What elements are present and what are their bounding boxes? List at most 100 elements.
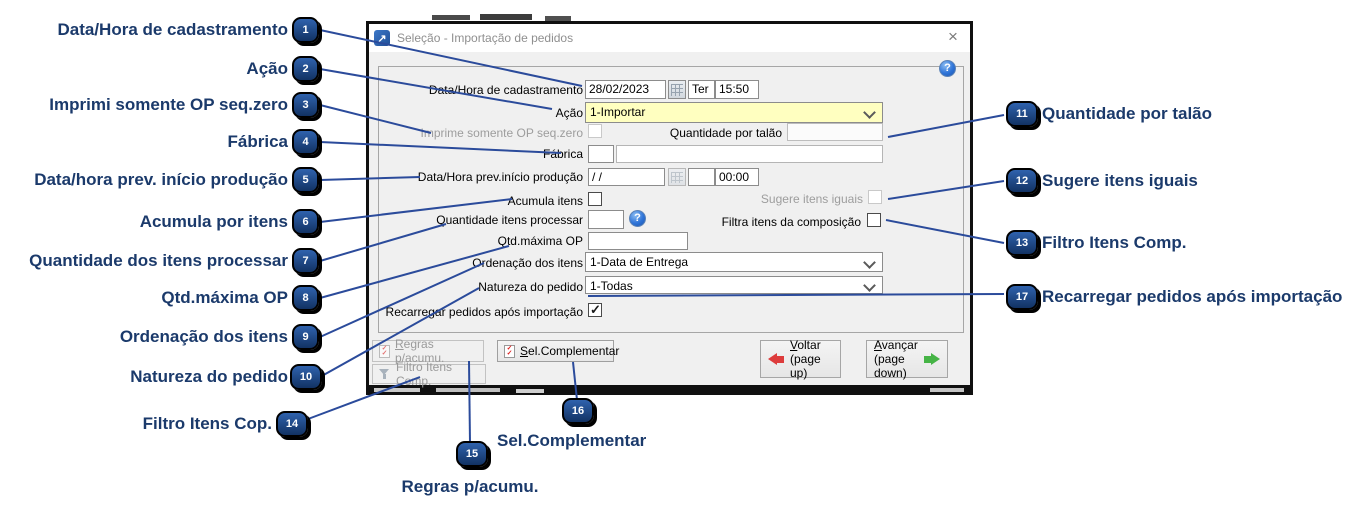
callout-badge-6: 6: [292, 209, 319, 235]
callout-label-4: Fábrica: [227, 132, 288, 151]
filtro-itens-comp-button-label: Filtro Itens Comp.: [396, 360, 453, 388]
callout-badge-4: 4: [292, 129, 319, 155]
funnel-icon: [379, 368, 391, 380]
sugere-itens-checkbox: [868, 190, 882, 204]
callout-badge-7: 7: [292, 248, 319, 274]
chevron-down-icon: [863, 106, 876, 119]
field-label-quantidade-por-talao: Quantidade por talão: [669, 126, 782, 140]
callout-label-7: Quantidade dos itens processar: [29, 251, 288, 270]
callout-label-13: Filtro Itens Comp.: [1042, 233, 1187, 252]
quantidade-itens-input[interactable]: [588, 210, 624, 229]
hora-prev-input[interactable]: 00:00: [715, 168, 759, 186]
qtd-maxima-input[interactable]: [588, 232, 688, 250]
callout-badge-16: 16: [562, 398, 594, 424]
background-window-artifact: [374, 388, 420, 392]
time-cadastramento-input[interactable]: 15:50: [715, 80, 759, 99]
fabrica-name-field: [616, 145, 883, 163]
data-prev-small-field: [688, 168, 715, 186]
background-window-artifact: [930, 388, 964, 392]
red-left-arrow-icon: [768, 353, 784, 365]
callout-label-11: Quantidade por talão: [1042, 104, 1213, 123]
acumula-itens-checkbox[interactable]: [588, 192, 602, 206]
calendar-icon[interactable]: [668, 80, 686, 99]
natureza-combobox[interactable]: 1-Todas: [585, 276, 883, 294]
background-window-artifact: [480, 14, 532, 20]
callout-label-10: Natureza do pedido: [130, 367, 288, 386]
imprime-somente-checkbox: [588, 124, 602, 138]
ordenacao-combobox[interactable]: 1-Data de Entrega: [585, 252, 883, 272]
help-icon[interactable]: ?: [939, 60, 956, 77]
callout-badge-11: 11: [1006, 101, 1038, 127]
callout-label-5: Data/hora prev. início produção: [34, 170, 288, 189]
callout-badge-3: 3: [292, 92, 319, 118]
callout-badge-15: 15: [456, 441, 488, 467]
avancar-button[interactable]: Avançar (page down): [866, 338, 948, 380]
field-label-filtra-itens: Filtra itens da composição: [721, 215, 861, 229]
chevron-down-icon: [863, 279, 876, 292]
help-icon[interactable]: ?: [629, 210, 646, 227]
field-label-acumula-itens: Acumula itens: [507, 194, 583, 208]
callout-label-12: Sugere itens iguais: [1042, 171, 1198, 190]
field-label-ordenacao: Ordenação dos itens: [472, 256, 583, 270]
weekday-field: Ter: [688, 80, 715, 99]
field-label-qtd-maxima: Qtd.máxima OP: [497, 234, 583, 248]
callout-label-16: Sel.Complementar: [497, 431, 647, 450]
field-label-fabrica: Fábrica: [542, 147, 583, 161]
callout-badge-13: 13: [1006, 230, 1038, 256]
ordenacao-combobox-value: 1-Data de Entrega: [590, 255, 689, 269]
filtra-itens-checkbox[interactable]: [867, 213, 881, 227]
field-label-quantidade-itens: Quantidade itens processar: [436, 213, 583, 227]
callout-badge-8: 8: [292, 285, 319, 311]
close-icon[interactable]: ×: [948, 27, 958, 46]
callout-badge-12: 12: [1006, 168, 1038, 194]
callout-badge-1: 1: [292, 17, 319, 43]
fabrica-code-input[interactable]: [588, 145, 614, 163]
field-label-acao: Ação: [555, 106, 583, 120]
voltar-button[interactable]: Voltar (page up): [760, 338, 841, 380]
callout-badge-10: 10: [290, 364, 322, 390]
callout-label-2: Ação: [246, 59, 288, 78]
callout-badge-5: 5: [292, 167, 319, 193]
acao-combobox-value: 1-Importar: [590, 105, 646, 119]
quantidade-por-talao-input: [787, 123, 883, 141]
avancar-button-label: Avançar: [874, 338, 918, 352]
calendar-icon: [668, 168, 686, 186]
callout-label-17: Recarregar pedidos após importação: [1042, 287, 1343, 306]
natureza-combobox-value: 1-Todas: [590, 279, 633, 293]
chevron-down-icon: [863, 256, 876, 269]
green-right-arrow-icon: [924, 353, 940, 365]
field-label-natureza: Natureza do pedido: [478, 280, 583, 294]
background-window-artifact: [545, 16, 571, 21]
background-window-artifact: [436, 388, 500, 392]
date-cadastramento-input[interactable]: 28/02/2023: [585, 80, 666, 99]
background-window-artifact: [516, 389, 544, 393]
callout-label-6: Acumula por itens: [139, 212, 288, 231]
sel-complementar-button[interactable]: Sel.Complementar: [497, 340, 619, 362]
avancar-button-sublabel: (page down): [874, 352, 907, 380]
callout-label-3: Imprimi somente OP seq.zero: [49, 95, 288, 114]
sel-complementar-button-label: Sel.Complementar: [520, 344, 620, 358]
callout-badge-17: 17: [1006, 284, 1038, 310]
background-window-artifact: [432, 15, 470, 20]
field-label-recarregar: Recarregar pedidos após importação: [385, 305, 583, 319]
regras-pacumu-button: Regras p/acumu.: [372, 337, 484, 365]
app-icon: ↗: [374, 30, 390, 46]
field-label-data-prev: Data/Hora prev.início produção: [417, 170, 583, 184]
voltar-button-sublabel: (page up): [790, 352, 821, 380]
callout-badge-14: 14: [276, 411, 308, 437]
callout-label-15: Regras p/acumu.: [401, 477, 539, 496]
callout-label-1: Data/Hora de cadastramento: [57, 20, 288, 39]
callout-label-14: Filtro Itens Cop.: [142, 414, 272, 433]
voltar-button-label: Voltar: [790, 338, 821, 352]
data-prev-input[interactable]: / /: [588, 168, 665, 186]
filtro-itens-comp-button: Filtro Itens Comp.: [372, 360, 486, 388]
acao-combobox[interactable]: 1-Importar: [585, 102, 883, 123]
checklist-icon: [504, 344, 515, 358]
callout-label-9: Ordenação dos itens: [119, 327, 288, 346]
callout-label-8: Qtd.máxima OP: [161, 288, 288, 307]
recarregar-checkbox[interactable]: [588, 302, 602, 318]
field-label-data-hora-cadastramento: Data/Hora de cadastramento: [428, 83, 583, 97]
dialog-title: Seleção - Importação de pedidos: [397, 31, 574, 45]
field-label-sugere-itens: Sugere itens iguais: [760, 192, 863, 206]
